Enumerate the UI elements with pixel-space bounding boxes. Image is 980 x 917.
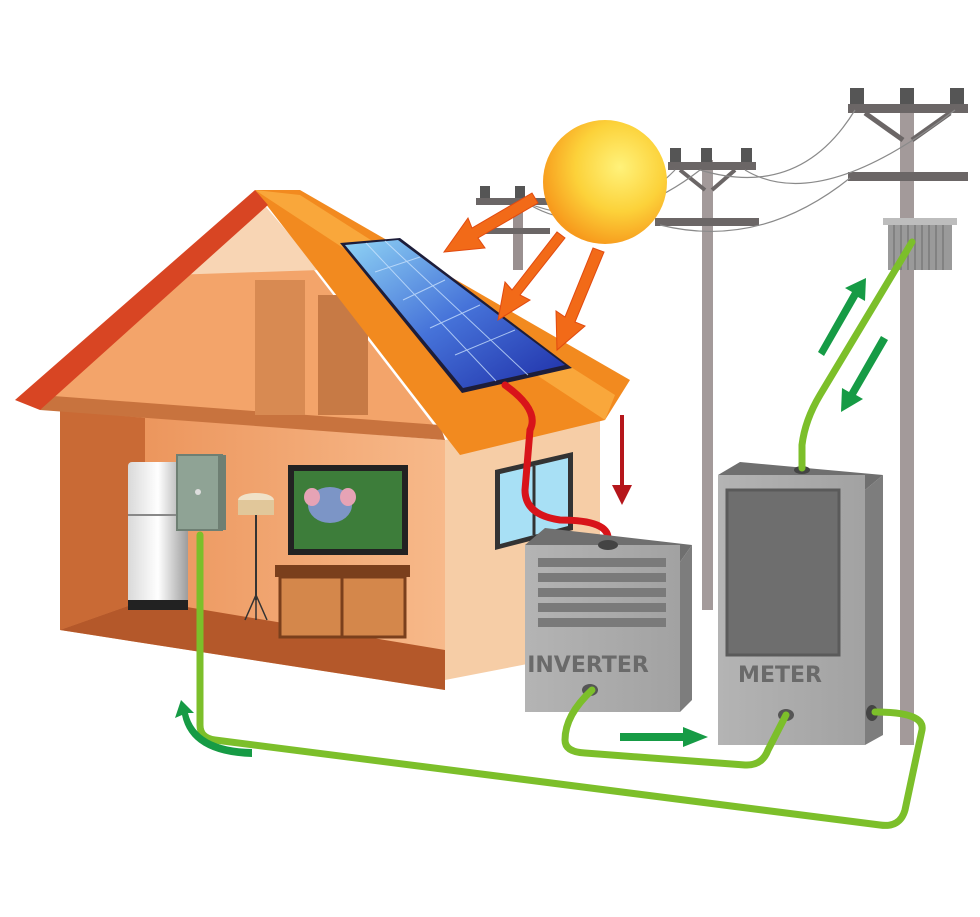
floor-lamp-icon bbox=[238, 493, 274, 621]
inverter: INVERTER bbox=[525, 528, 692, 712]
flow-arrows bbox=[175, 278, 888, 757]
cabinet bbox=[275, 565, 410, 639]
dc-cable bbox=[501, 381, 612, 544]
sun-icon bbox=[543, 120, 667, 244]
television-icon bbox=[288, 465, 408, 555]
dc-down-arrow bbox=[612, 415, 632, 505]
utility-pole-middle bbox=[655, 148, 759, 610]
window bbox=[495, 452, 573, 550]
arrow-to-house bbox=[175, 700, 252, 757]
transformer bbox=[883, 218, 957, 270]
arrow-inverter-to-meter bbox=[620, 727, 708, 747]
solar-panel bbox=[340, 238, 572, 393]
breaker-box bbox=[176, 454, 226, 531]
meter: METER bbox=[718, 462, 883, 745]
arrow-to-grid bbox=[818, 278, 866, 356]
inverter-label: INVERTER bbox=[527, 653, 649, 678]
ac-cables bbox=[196, 238, 926, 829]
meter-label: METER bbox=[738, 663, 822, 688]
sunlight-arrows bbox=[442, 192, 605, 352]
arrow-from-grid bbox=[841, 336, 888, 412]
